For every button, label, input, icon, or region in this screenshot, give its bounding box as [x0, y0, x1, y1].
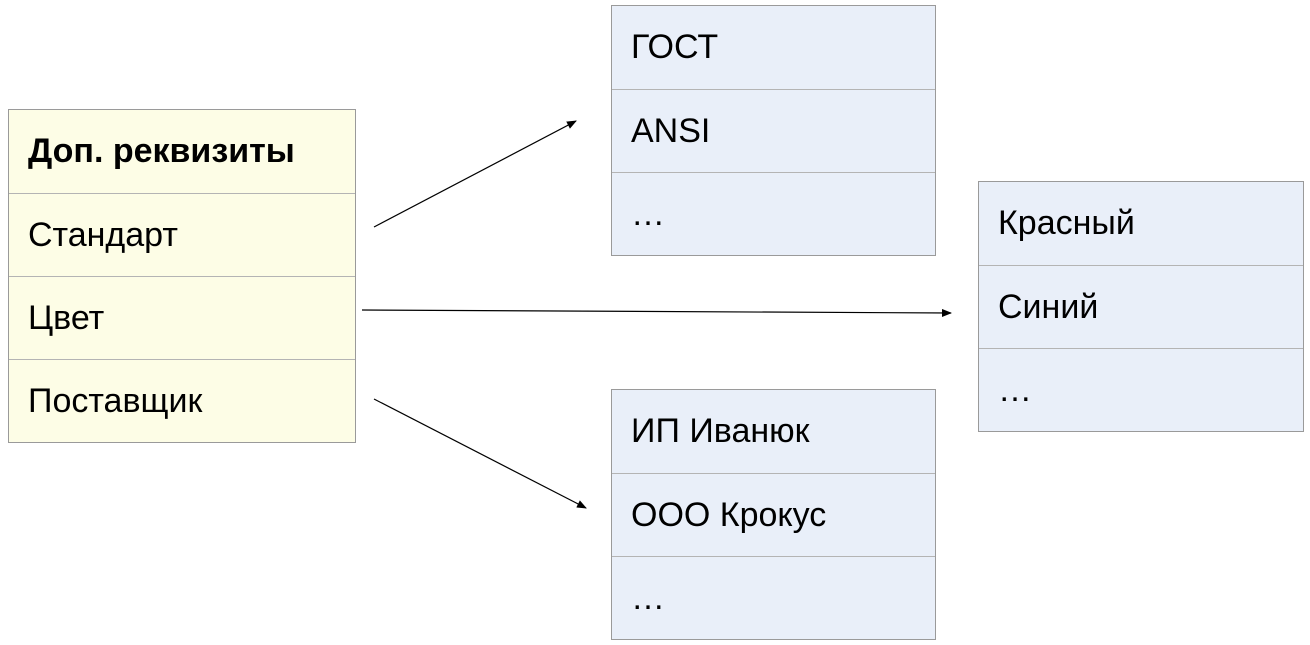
- arrow-to-supplier-values: [373, 398, 587, 509]
- requisite-supplier: Поставщик: [9, 359, 355, 442]
- standard-value: ГОСТ: [631, 28, 719, 66]
- color-value: …: [979, 348, 1303, 431]
- color-values-table: Красный Синий …: [978, 181, 1304, 432]
- requisites-header: Доп. реквизиты: [28, 132, 295, 170]
- supplier-values-table: ИП Иванюк ООО Крокус …: [611, 389, 936, 640]
- standard-value: …: [612, 172, 935, 255]
- requisite-color: Цвет: [9, 276, 355, 359]
- requisites-table: Доп. реквизиты Стандарт Цвет Поставщик: [8, 109, 356, 443]
- color-value: Красный: [998, 204, 1135, 242]
- arrow-to-color-values: [361, 308, 952, 317]
- color-value: Синий: [979, 265, 1303, 348]
- standard-values-table: ГОСТ ANSI …: [611, 5, 936, 256]
- standard-value: ANSI: [612, 89, 935, 172]
- supplier-value: ООО Крокус: [612, 473, 935, 556]
- arrow-to-standard-values: [373, 120, 577, 228]
- supplier-value: …: [612, 556, 935, 639]
- supplier-value: ИП Иванюк: [631, 412, 810, 450]
- requisite-standard: Стандарт: [9, 193, 355, 276]
